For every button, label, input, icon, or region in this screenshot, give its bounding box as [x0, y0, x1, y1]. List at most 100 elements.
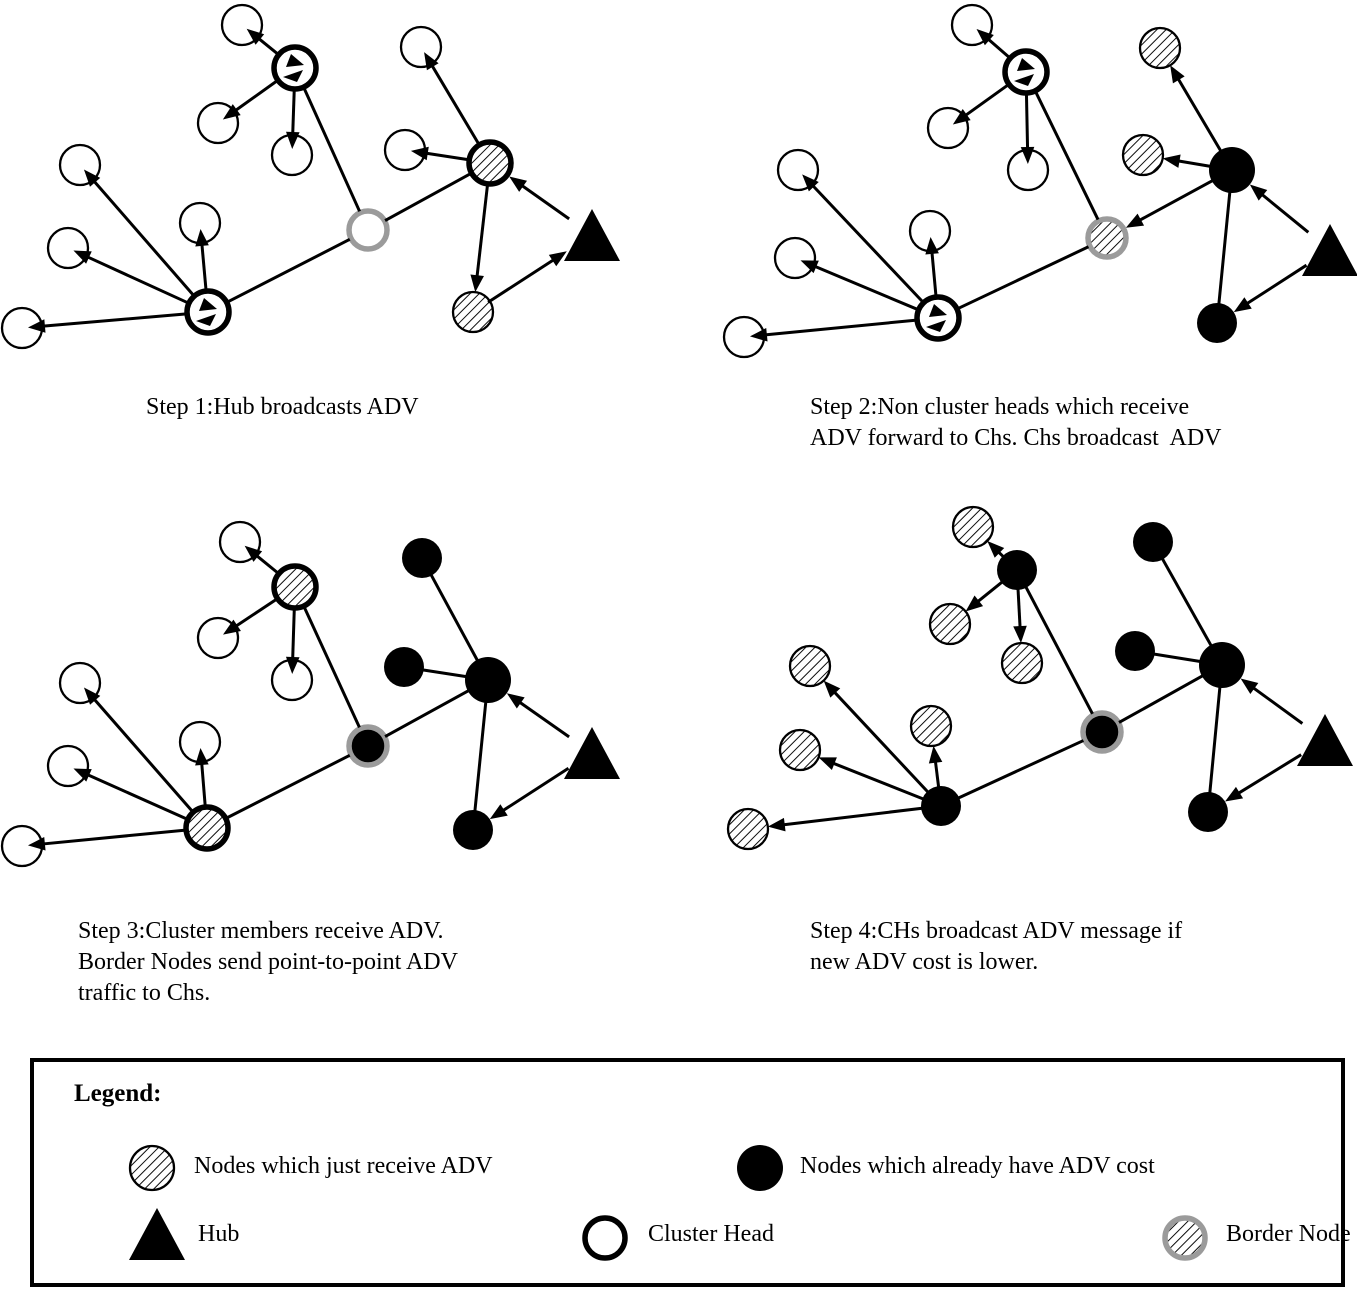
step4-edge-chb-hl-arrowhead-icon — [823, 680, 841, 698]
step1-edge-chb-wl — [92, 179, 196, 297]
step4-node-bmid — [1115, 631, 1155, 671]
step2-edge-cht-wc — [1024, 93, 1030, 151]
step2-edge-chb-wf — [930, 250, 938, 297]
step2-edge-b1-b2 — [1217, 190, 1232, 305]
step3-node-bn — [346, 724, 390, 768]
step2-edge-cht-wa — [986, 36, 1011, 60]
step2-edge-cht-wa-arrowhead-icon — [976, 28, 994, 46]
step2-edge-cht-wc-arrowhead-icon — [1020, 146, 1035, 165]
step3-edge-chb-wf-arrowhead-icon — [195, 747, 209, 766]
caption-step2: Step 2:Non cluster heads which receive A… — [810, 394, 1222, 451]
step2-node-ht — [1138, 26, 1182, 70]
legend-label-border-node: Border Node — [1226, 1221, 1351, 1247]
step2-edge-hub-b1 — [1259, 192, 1310, 234]
step1-node-cht — [271, 44, 319, 92]
step1-edge-cht-wb — [233, 79, 279, 113]
step1-edge-bn-hch — [384, 172, 472, 222]
step3-node-btop — [402, 538, 442, 578]
step4-node-hl — [788, 644, 832, 688]
step1-edge-cht-wc-arrowhead-icon — [285, 131, 300, 150]
step4-edge-cht-hb — [975, 580, 1004, 604]
step3-edge-hub-b1 — [517, 700, 570, 739]
step4-node-chb — [921, 786, 961, 826]
step3-edge-btop-b1 — [429, 573, 479, 662]
step2-node-we — [773, 236, 817, 280]
step3-edge-chb-bn — [225, 753, 351, 820]
step2-node-chb-received-arrow-marks — [926, 304, 947, 332]
step3-edge-b1-b2 — [473, 700, 488, 812]
step3-edge-chb-wf — [200, 761, 207, 807]
step1-node-hch — [466, 139, 514, 187]
step1-edge-hch-wd — [424, 151, 469, 162]
step4-edge-chb-he — [831, 761, 925, 801]
step2-edge-b1-hm — [1176, 159, 1212, 168]
step4-edge-hub-b1-arrowhead-icon — [1240, 678, 1259, 695]
step1-node-hub — [564, 209, 620, 261]
step2-edge-b1-bn-arrowhead-icon — [1125, 213, 1145, 228]
step2-edge-chb-wl — [810, 183, 925, 304]
arrow-mark-icon — [1017, 58, 1035, 71]
diagram-step3 — [0, 520, 620, 868]
step1-edge-cht-wc — [291, 89, 296, 136]
diagram-step4 — [726, 505, 1353, 851]
step4-edge-hub-b1 — [1251, 685, 1304, 725]
step3-edge-cht-wc-arrowhead-icon — [285, 656, 300, 675]
step2-edge-chb-wf-arrowhead-icon — [925, 236, 939, 255]
step3-edge-chb-wbl-arrowhead-icon — [27, 837, 46, 851]
step1-edge-chb-wf-arrowhead-icon — [195, 228, 209, 247]
step1-node-we — [46, 226, 90, 270]
step3-edge-chb-wl-arrowhead-icon — [83, 687, 101, 705]
step3-edge-cht-wc — [291, 608, 296, 661]
step1-edge-cht-bn — [302, 86, 361, 212]
legend-title: Legend: — [74, 1080, 162, 1107]
legend-icons — [128, 1144, 1208, 1261]
step1-edge-hch-wtr — [429, 63, 481, 146]
step1-node-wtr — [399, 25, 443, 69]
step3-node-cht — [271, 563, 319, 611]
step1-edge-cht-wa-arrowhead-icon — [246, 28, 265, 45]
legend-label-hub: Hub — [198, 1221, 240, 1247]
step4-edge-chb-hbl-arrowhead-icon — [767, 817, 786, 832]
arrow-mark-icon — [1014, 74, 1034, 86]
step1-node-bn — [346, 208, 390, 252]
step2-node-bn — [1085, 216, 1129, 260]
step4-edge-chb-bn — [956, 739, 1084, 800]
step3-edge-bmid-b1 — [421, 668, 467, 679]
step4-node-hbl — [726, 807, 770, 851]
caption-step1: Step 1:Hub broadcasts ADV — [146, 394, 419, 420]
step2-node-hm — [1121, 133, 1165, 177]
step2-edge-b1-ht — [1175, 76, 1223, 153]
step4-edge-hub-b2-arrowhead-icon — [1225, 786, 1244, 802]
arrow-mark-icon — [926, 320, 946, 332]
step1-edge-hb-hub — [487, 257, 556, 304]
arrow-mark-icon — [196, 314, 216, 326]
step3-edge-bn-b1 — [384, 689, 470, 738]
legend-label-cluster-head: Cluster Head — [648, 1221, 774, 1247]
step4-node-btop — [1133, 522, 1173, 562]
step3-edge-cht-bn — [302, 605, 361, 728]
step3-node-chb — [183, 804, 231, 852]
step1-edge-hub-hch — [519, 183, 570, 221]
step2-edge-chb-bn — [956, 245, 1090, 311]
step2-edge-chb-wl-arrowhead-icon — [802, 174, 819, 192]
step3-edge-chb-we-arrowhead-icon — [73, 768, 92, 782]
step1-edge-chb-wbl — [41, 312, 187, 328]
step4-node-cht — [997, 550, 1037, 590]
step2-node-b1 — [1209, 147, 1255, 193]
step2-node-chb — [914, 294, 962, 342]
step4-edge-bmid-b1 — [1152, 652, 1201, 663]
step4-edge-b1-b2 — [1208, 685, 1222, 794]
caption-step3: Step 3:Cluster members receive ADV. Bord… — [78, 918, 458, 1006]
step1-edge-chb-we-arrowhead-icon — [73, 250, 92, 264]
legend-cluster-head-icon — [582, 1215, 628, 1261]
arrow-mark-icon — [199, 298, 217, 311]
step4-edge-chb-hf-arrowhead-icon — [928, 745, 943, 764]
step1-edge-hub-hch-arrowhead-icon — [509, 176, 528, 192]
step4-edge-bn-b1 — [1118, 674, 1204, 724]
step3-edge-chb-wbl — [41, 828, 186, 846]
step4-node-b1 — [1199, 642, 1245, 688]
step3-edge-cht-wa-arrowhead-icon — [244, 545, 263, 562]
step2-edge-cht-wb-arrowhead-icon — [952, 109, 971, 125]
